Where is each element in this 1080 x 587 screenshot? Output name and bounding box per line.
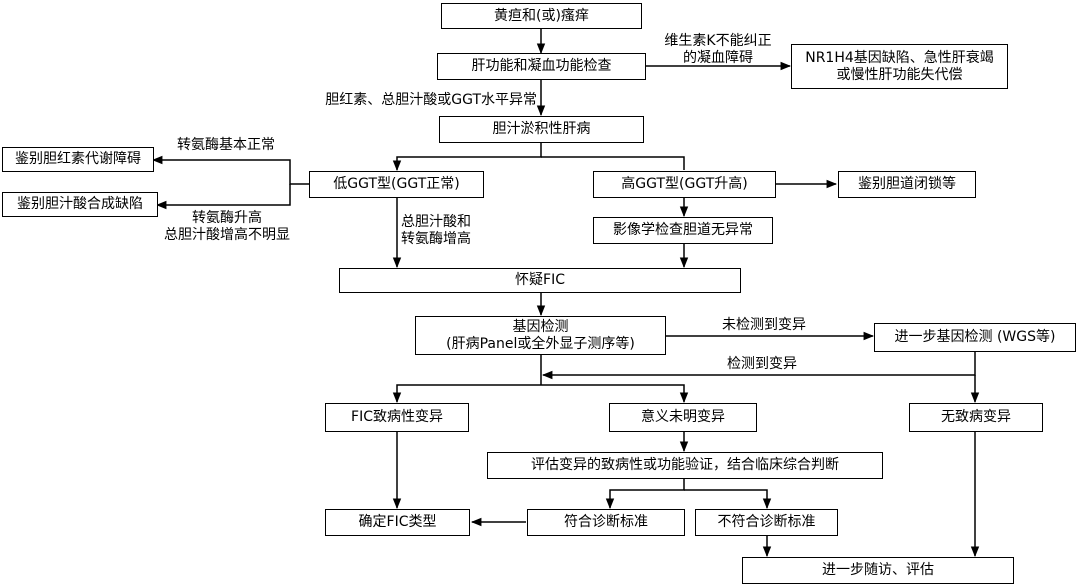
label-vitamin-k: 维生素K不能纠正 的凝血障碍: [648, 33, 788, 67]
node-bile-acid-synthesis-text: 鉴别胆汁酸合成缺陷: [17, 196, 143, 212]
node-suspect-fic-text: 怀疑FIC: [515, 272, 565, 288]
label-alt-high-line2: 总胆汁酸增高不明显: [164, 227, 290, 243]
edge-low-ggt-left-lower: [155, 184, 291, 210]
label-alt-high-line1: 转氨酶升高: [192, 210, 262, 226]
edge-gene-split-left: [392, 384, 541, 404]
node-gene-test-line1: 基因检测: [512, 318, 569, 335]
node-bilirubin-metabolism: 鉴别胆红素代谢障碍: [2, 147, 154, 172]
edge-evaluate-split-right: [684, 489, 772, 510]
node-further-gene-test-text: 进一步基因检测 (WGS等): [894, 329, 1056, 345]
edge-evaluate-split-left: [605, 479, 685, 510]
node-no-pathogenic-text: 无致病变异: [941, 409, 1011, 425]
node-vus-text: 意义未明变异: [641, 409, 725, 425]
node-gene-test: 基因检测 (肝病Panel或全外显子测序等): [415, 316, 666, 355]
node-liver-function-test: 肝功能和凝血功能检查: [437, 53, 646, 80]
node-bile-acid-synthesis: 鉴别胆汁酸合成缺陷: [2, 192, 158, 217]
node-evaluate: 评估变异的致病性或功能验证，结合临床综合判断: [487, 452, 883, 479]
label-bilirubin-ggt-text: 胆红素、总胆汁酸或GGT水平异常: [325, 92, 537, 108]
node-imaging-text: 影像学检查胆道无异常: [613, 222, 753, 238]
node-followup-text: 进一步随访、评估: [822, 562, 934, 578]
edge-low-ggt-left: [151, 155, 310, 185]
edge-gene-split-right: [541, 384, 689, 404]
node-jaundice: 黄疸和(或)瘙痒: [441, 3, 642, 29]
label-vitamin-k-line2: 的凝血障碍: [683, 50, 753, 66]
node-gene-test-line2: (肝病Panel或全外显子测序等): [446, 335, 635, 352]
label-alt-normal: 转氨酶基本正常: [166, 137, 286, 154]
node-suspect-fic: 怀疑FIC: [339, 268, 741, 293]
node-high-ggt-text: 高GGT型(GGT升高): [621, 176, 748, 192]
edge-cholestatic-split: [392, 142, 542, 172]
node-followup: 进一步随访、评估: [742, 557, 1014, 584]
node-evaluate-text: 评估变异的致病性或功能验证，结合临床综合判断: [531, 457, 839, 473]
label-not-detected: 未检测到变异: [704, 317, 824, 334]
node-bilirubin-metabolism-text: 鉴别胆红素代谢障碍: [15, 151, 141, 167]
node-biliary-atresia-text: 鉴别胆道闭锁等: [858, 176, 956, 192]
edge-cholestatic-split-right: [541, 156, 685, 170]
node-nr1h4-line1: NR1H4基因缺陷、急性肝衰竭: [805, 49, 994, 66]
node-confirm-fic-type-text: 确定FIC类型: [358, 514, 437, 530]
node-fic-pathogenic-text: FIC致病性变异: [351, 409, 443, 425]
label-tba-alt-high: 总胆汁酸和 转氨酶增高: [401, 214, 491, 248]
node-further-gene-test: 进一步基因检测 (WGS等): [874, 323, 1076, 352]
label-bilirubin-ggt: 胆红素、总胆汁酸或GGT水平异常: [287, 92, 537, 109]
node-vus: 意义未明变异: [609, 403, 757, 432]
node-fic-pathogenic: FIC致病性变异: [325, 403, 469, 432]
node-meets-criteria: 符合诊断标准: [527, 509, 685, 536]
node-not-meets-criteria-text: 不符合诊断标准: [717, 514, 816, 530]
node-imaging-normal: 影像学检查胆道无异常: [593, 217, 773, 244]
node-confirm-fic-type: 确定FIC类型: [325, 509, 470, 536]
node-no-pathogenic: 无致病变异: [909, 403, 1043, 432]
label-not-detected-text: 未检测到变异: [722, 317, 806, 333]
label-alt-normal-text: 转氨酶基本正常: [177, 137, 275, 153]
label-tba-alt-line1: 总胆汁酸和: [401, 214, 471, 230]
label-vitamin-k-line1: 维生素K不能纠正: [664, 33, 772, 49]
node-nr1h4-defect: NR1H4基因缺陷、急性肝衰竭 或慢性肝功能失代偿: [791, 44, 1008, 89]
label-tba-alt-line2: 转氨酶增高: [401, 231, 471, 247]
node-low-ggt-text: 低GGT型(GGT正常): [333, 176, 460, 192]
label-alt-high: 转氨酶升高 总胆汁酸增高不明显: [142, 210, 312, 244]
node-jaundice-text: 黄疸和(或)瘙痒: [494, 7, 589, 24]
node-biliary-atresia: 鉴别胆道闭锁等: [838, 171, 976, 198]
node-high-ggt: 高GGT型(GGT升高): [593, 171, 776, 198]
node-cholestatic-liver-disease: 胆汁淤积性肝病: [439, 116, 644, 143]
node-not-meets-criteria: 不符合诊断标准: [695, 509, 838, 536]
node-nr1h4-line2: 或慢性肝功能失代偿: [836, 66, 963, 83]
label-detected-text: 检测到变异: [727, 356, 797, 372]
label-detected: 检测到变异: [702, 356, 822, 373]
node-liver-function-test-text: 肝功能和凝血功能检查: [471, 58, 612, 74]
node-cholestatic-text: 胆汁淤积性肝病: [492, 121, 591, 137]
node-meets-criteria-text: 符合诊断标准: [564, 514, 648, 530]
node-low-ggt: 低GGT型(GGT正常): [309, 171, 484, 198]
